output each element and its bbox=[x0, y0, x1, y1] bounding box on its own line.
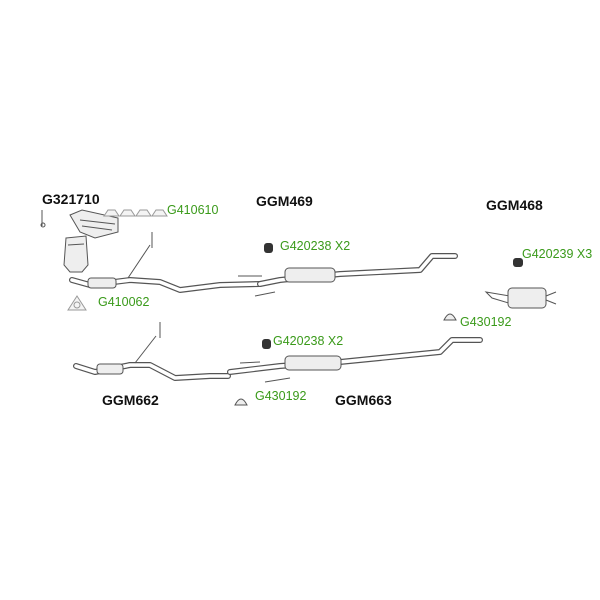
flange-gasket-part[interactable] bbox=[67, 295, 87, 311]
part-label-g420238-2[interactable]: G420238 X2 bbox=[273, 334, 344, 348]
rubber-mount-icon[interactable] bbox=[264, 243, 273, 253]
clamp-icon[interactable] bbox=[234, 398, 248, 406]
manifold-catalyst-part[interactable] bbox=[40, 209, 119, 273]
part-label-g410610[interactable]: G410610 bbox=[167, 203, 219, 217]
assembly-label-ggm663[interactable]: GGM663 bbox=[335, 392, 392, 408]
part-label-g420239[interactable]: G420239 X3 bbox=[522, 247, 593, 261]
rubber-mount-icon[interactable] bbox=[262, 339, 271, 349]
assembly-label-ggm662[interactable]: GGM662 bbox=[102, 392, 159, 408]
assembly-label-ggm468[interactable]: GGM468 bbox=[486, 197, 543, 213]
centre-pipe-ggm663[interactable] bbox=[227, 337, 483, 383]
part-label-g430192-2[interactable]: G430192 bbox=[255, 389, 307, 403]
front-pipe-ggm469[interactable] bbox=[69, 232, 458, 297]
assembly-label-ggm469[interactable]: GGM469 bbox=[256, 193, 313, 209]
part-label-g410062[interactable]: G410062 bbox=[98, 295, 150, 309]
part-label-g430192[interactable]: G430192 bbox=[460, 315, 512, 329]
rubber-mount-icon[interactable] bbox=[513, 258, 523, 267]
assembly-label-g321710[interactable]: G321710 bbox=[42, 191, 100, 207]
rear-silencer-ggm468[interactable] bbox=[484, 287, 557, 309]
clamp-icon[interactable] bbox=[443, 313, 457, 321]
manifold-gasket-part[interactable] bbox=[103, 209, 168, 217]
part-label-g420238[interactable]: G420238 X2 bbox=[280, 239, 351, 253]
front-pipe-ggm662[interactable] bbox=[73, 322, 231, 381]
